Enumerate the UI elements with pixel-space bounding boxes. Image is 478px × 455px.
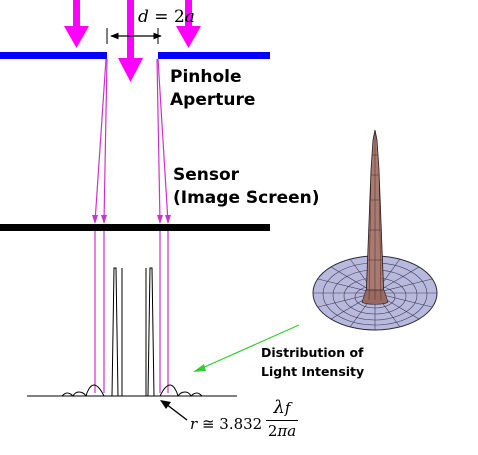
pinhole-label-line-2: Aperture (170, 90, 256, 110)
aperture-plate-left (0, 52, 107, 59)
fraction-numerator: λf (266, 398, 298, 421)
diameter-equals: = 2 (148, 7, 185, 27)
r-symbol: r (190, 415, 198, 433)
aperture-plate-right (158, 52, 270, 59)
arrow-down-icon (176, 0, 201, 48)
sensor-label-line-1: Sensor (173, 165, 240, 185)
distribution-label-line-2: Light Intensity (261, 364, 365, 379)
diffracted-rays (92, 58, 171, 224)
diameter-symbol: d (138, 7, 149, 27)
distribution-label-line-1: Distribution of (261, 345, 364, 360)
radius-pointer-arrow (160, 400, 188, 421)
incoming-light-arrows (64, 0, 201, 82)
green-pointer-arrow (193, 324, 300, 372)
pinhole-label: Pinhole Aperture (170, 66, 255, 112)
double-headed-arrow-icon (106, 28, 162, 44)
sensor-label-line-2: (Image Screen) (173, 188, 320, 208)
radius-coefficient: ≅ 3.832 (197, 415, 263, 433)
aperture-diameter-formula: d = 2a (138, 6, 195, 28)
intensity-profile (27, 267, 237, 397)
two-symbol: 2 (267, 422, 278, 440)
3d-surface-icon (312, 129, 438, 331)
sensor-label: Sensor (Image Screen) (173, 164, 320, 210)
radius-fraction: λf 2πa (266, 398, 298, 442)
lambda-symbol: λ (273, 397, 285, 418)
arrow-down-icon (64, 0, 89, 48)
sensor-screen-line (0, 224, 270, 231)
radius-symbol: a (184, 7, 195, 27)
a-symbol: a (287, 422, 297, 440)
projected-rays (94, 231, 169, 393)
focal-symbol: f (284, 399, 291, 417)
pi-symbol: π (277, 422, 288, 440)
arrow-down-icon (118, 0, 143, 82)
fraction-denominator: 2πa (266, 421, 298, 442)
pinhole-label-line-1: Pinhole (170, 67, 242, 87)
distribution-label: Distribution of Light Intensity (261, 343, 364, 381)
